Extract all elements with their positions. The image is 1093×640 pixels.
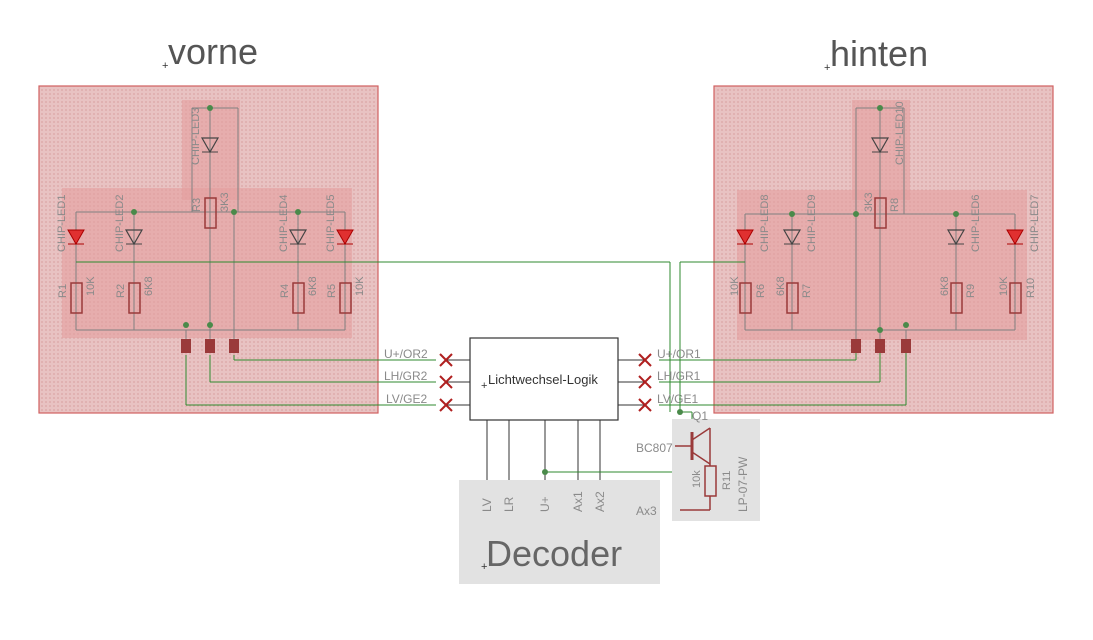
decoder-pin: LV (480, 498, 494, 512)
rear-traces (659, 261, 907, 406)
front-resistor-name: R5 (326, 284, 338, 298)
signal-label-right: U+/OR1 (657, 347, 701, 361)
rear-resistor-value: 3K3 (863, 192, 875, 212)
signal-label-right: LH/GR1 (657, 369, 701, 383)
rear-resistor-10 (1009, 282, 1022, 314)
front-resistor-name: R4 (279, 284, 291, 298)
front-led-label: CHIP-LED5 (325, 195, 337, 252)
transistor-name: Q1 (692, 409, 708, 423)
front-resistor-value: 6K8 (143, 276, 155, 296)
rear-resistor-name: R7 (801, 284, 813, 298)
rear-title-cross: + (824, 62, 830, 74)
rear-led-7 (1006, 229, 1024, 246)
front-traces (76, 261, 671, 412)
front-resistor-name: R2 (115, 284, 127, 298)
rear-connector-pads (851, 339, 911, 353)
decoder-pin: Ax2 (593, 491, 607, 512)
front-led-5 (336, 229, 354, 246)
rear-resistor-name: R10 (1025, 278, 1037, 298)
r11-value: 10k (691, 470, 703, 488)
svg-text:+: + (481, 561, 487, 573)
signal-label-left: U+/OR2 (384, 347, 428, 361)
front-connector-pads (181, 339, 239, 353)
module-label: LP-07-PW (736, 456, 750, 512)
rear-led-label: CHIP-LED6 (970, 195, 982, 252)
rear-led-label: CHIP-LED9 (806, 195, 818, 252)
rear-resistor-value: 10K (729, 276, 741, 296)
transistor-q1 (675, 427, 711, 465)
front-led-label: CHIP-LED4 (278, 195, 290, 252)
rear-resistor-value: 10K (998, 276, 1010, 296)
front-led-label: CHIP-LED2 (114, 195, 126, 252)
front-led-2 (124, 229, 144, 246)
decoder-ax3: Ax3 (636, 504, 657, 518)
front-resistor-value: 6K8 (307, 276, 319, 296)
signal-label-left: LV/GE2 (386, 392, 427, 406)
decoder-pin: Ax1 (571, 491, 585, 512)
rear-led-label: CHIP-LED10 (894, 101, 906, 165)
front-title: vorne (168, 31, 258, 72)
rear-led-10 (870, 137, 890, 154)
rear-resistor-8 (874, 197, 887, 229)
rear-led-label: CHIP-LED7 (1029, 195, 1041, 252)
rear-resistor-6 (739, 282, 752, 314)
svg-text:+: + (481, 380, 487, 392)
front-resistor-3 (204, 197, 217, 229)
decoder-pin: LR (502, 496, 516, 512)
rear-led-label: CHIP-LED8 (759, 195, 771, 252)
signal-label-left: LH/GR2 (384, 369, 428, 383)
rear-resistor-7 (786, 282, 799, 314)
front-resistor-2 (128, 282, 141, 314)
rear-resistor-name: R9 (965, 284, 977, 298)
front-led-3 (200, 137, 220, 154)
front-led-1 (67, 229, 85, 246)
front-led-label: CHIP-LED3 (190, 108, 202, 165)
front-title-cross: + (162, 60, 168, 72)
rear-resistor-value: 6K8 (939, 276, 951, 296)
front-board (38, 85, 379, 414)
front-led-label: CHIP-LED1 (56, 195, 68, 252)
r11-name: R11 (721, 471, 733, 490)
rear-board (713, 85, 1054, 414)
front-resistor-name: R1 (57, 284, 69, 298)
rear-title: hinten (830, 33, 928, 74)
front-resistor-name: R3 (191, 198, 203, 212)
decoder-pin: U+ (538, 496, 552, 512)
rear-resistor-name: R8 (889, 198, 901, 212)
front-resistor-value: 10K (85, 276, 97, 296)
decoder-label: Decoder (486, 533, 622, 574)
rear-led-9 (782, 229, 802, 246)
rear-led-8 (736, 229, 754, 246)
unconnected-markers (439, 353, 652, 412)
transistor-type: BC807 (636, 441, 673, 455)
rear-resistor-value: 6K8 (775, 276, 787, 296)
signal-label-right: LV/GE1 (657, 392, 698, 406)
front-resistor-1 (70, 282, 83, 314)
front-led-4 (288, 229, 308, 246)
logic-block-label: Lichtwechsel-Logik (488, 372, 598, 387)
front-resistor-5 (339, 282, 352, 314)
decoder-block (459, 480, 660, 584)
logic-block (469, 337, 619, 421)
front-resistor-value: 3K3 (219, 192, 231, 212)
rear-resistor-9 (950, 282, 963, 314)
rear-resistor-name: R6 (755, 284, 767, 298)
front-resistor-value: 10K (354, 276, 366, 296)
front-resistor-4 (292, 282, 305, 314)
rear-led-6 (946, 229, 966, 246)
